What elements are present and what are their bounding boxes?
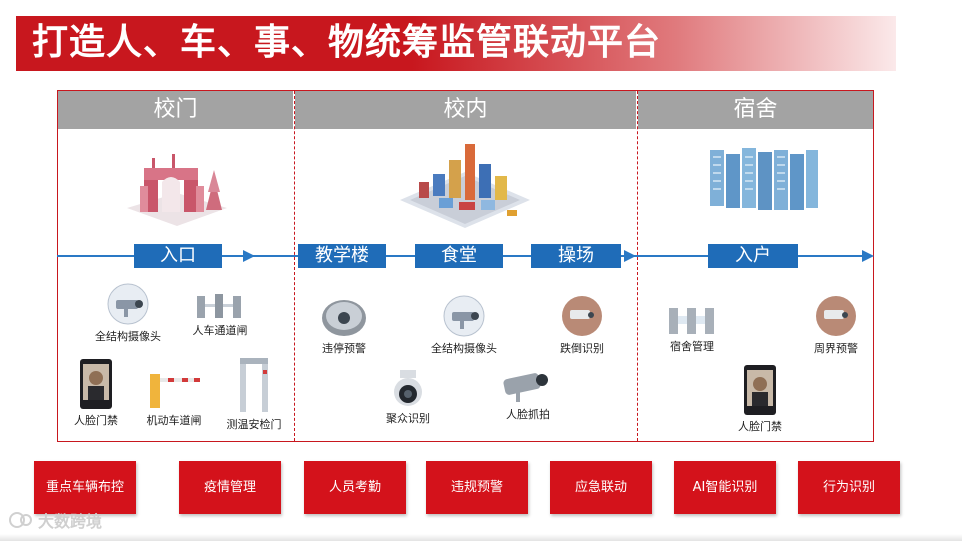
stage-teaching-building: 教学楼 xyxy=(298,244,386,268)
column-header-dorm: 宿舍 xyxy=(638,91,873,129)
wall-camera-icon xyxy=(816,296,856,336)
dome-camera-icon xyxy=(322,300,366,336)
stage-dorm-entry: 入户 xyxy=(708,244,798,268)
barrier-gate-icon xyxy=(150,374,200,408)
watermark: 大数跨境 xyxy=(8,508,102,532)
stage-playground: 操场 xyxy=(531,244,621,268)
flow-arrow-2 xyxy=(624,250,636,262)
dome-camera-icon xyxy=(443,295,485,337)
key-vehicle-control-button[interactable]: 重点车辆布控 xyxy=(34,461,136,514)
flow-arrow-1 xyxy=(243,250,255,262)
violation-alert-button[interactable]: 违规预警 xyxy=(426,461,528,514)
metal-detector-gate-icon xyxy=(240,358,268,412)
dorm-face-access: 人脸门禁 xyxy=(710,364,810,434)
face-terminal-icon xyxy=(744,365,776,415)
stage-canteen: 食堂 xyxy=(415,244,503,268)
campus-crowd-detection: 聚众识别 xyxy=(358,368,458,426)
campus-gate-illustration xyxy=(122,148,232,232)
face-terminal-icon xyxy=(80,359,112,409)
emergency-linkage-button[interactable]: 应急联动 xyxy=(550,461,652,514)
campus-fall-detection: 跌倒识别 xyxy=(532,294,632,356)
attendance-button[interactable]: 人员考勤 xyxy=(304,461,406,514)
campus-face-capture: 人脸抓拍 xyxy=(478,368,578,422)
gate-vehicle-barrier: 机动车道闸 xyxy=(124,364,224,428)
gate-temperature-security-door: 测温安检门 xyxy=(204,356,304,432)
column-divider-right xyxy=(637,91,638,441)
behavior-recognition-button[interactable]: 行为识别 xyxy=(798,461,900,514)
column-divider-left xyxy=(294,91,295,441)
ptz-camera-icon xyxy=(394,370,422,406)
gate-structured-camera: 全结构摄像头 xyxy=(78,282,178,344)
dormitory-buildings-illustration xyxy=(704,144,824,220)
dome-camera-icon xyxy=(107,283,149,325)
gate-face-access: 人脸门禁 xyxy=(46,358,146,428)
flow-arrow-3 xyxy=(862,250,874,262)
watermark-logo-icon xyxy=(9,512,32,528)
diagram-frame xyxy=(57,90,874,442)
gate-people-vehicle-turnstile: 人车通道闸 xyxy=(170,292,270,338)
campus-structured-camera: 全结构摄像头 xyxy=(414,294,514,356)
stage-entrance: 入口 xyxy=(134,244,222,268)
watermark-text: 大数跨境 xyxy=(38,512,103,531)
dorm-perimeter-alert: 周界预警 xyxy=(786,294,886,356)
dorm-management: 宿舍管理 xyxy=(642,302,742,354)
title-bar: 打造人、车、事、物统筹监管联动平台 xyxy=(16,16,896,71)
ai-recognition-button[interactable]: AI智能识别 xyxy=(674,461,776,514)
bullet-camera-icon xyxy=(503,373,548,402)
epidemic-management-button[interactable]: 疫情管理 xyxy=(179,461,281,514)
campus-city-illustration xyxy=(395,140,535,234)
turnstile-icon xyxy=(669,308,714,334)
wall-camera-icon xyxy=(562,296,602,336)
bottom-shadow xyxy=(0,534,962,541)
campus-parking-violation-alert: 违停预警 xyxy=(294,294,394,356)
turnstile-icon xyxy=(197,294,241,318)
column-header-campus: 校内 xyxy=(295,91,636,129)
page-title: 打造人、车、事、物统筹监管联动平台 xyxy=(32,22,662,63)
column-header-gate: 校门 xyxy=(58,91,293,129)
